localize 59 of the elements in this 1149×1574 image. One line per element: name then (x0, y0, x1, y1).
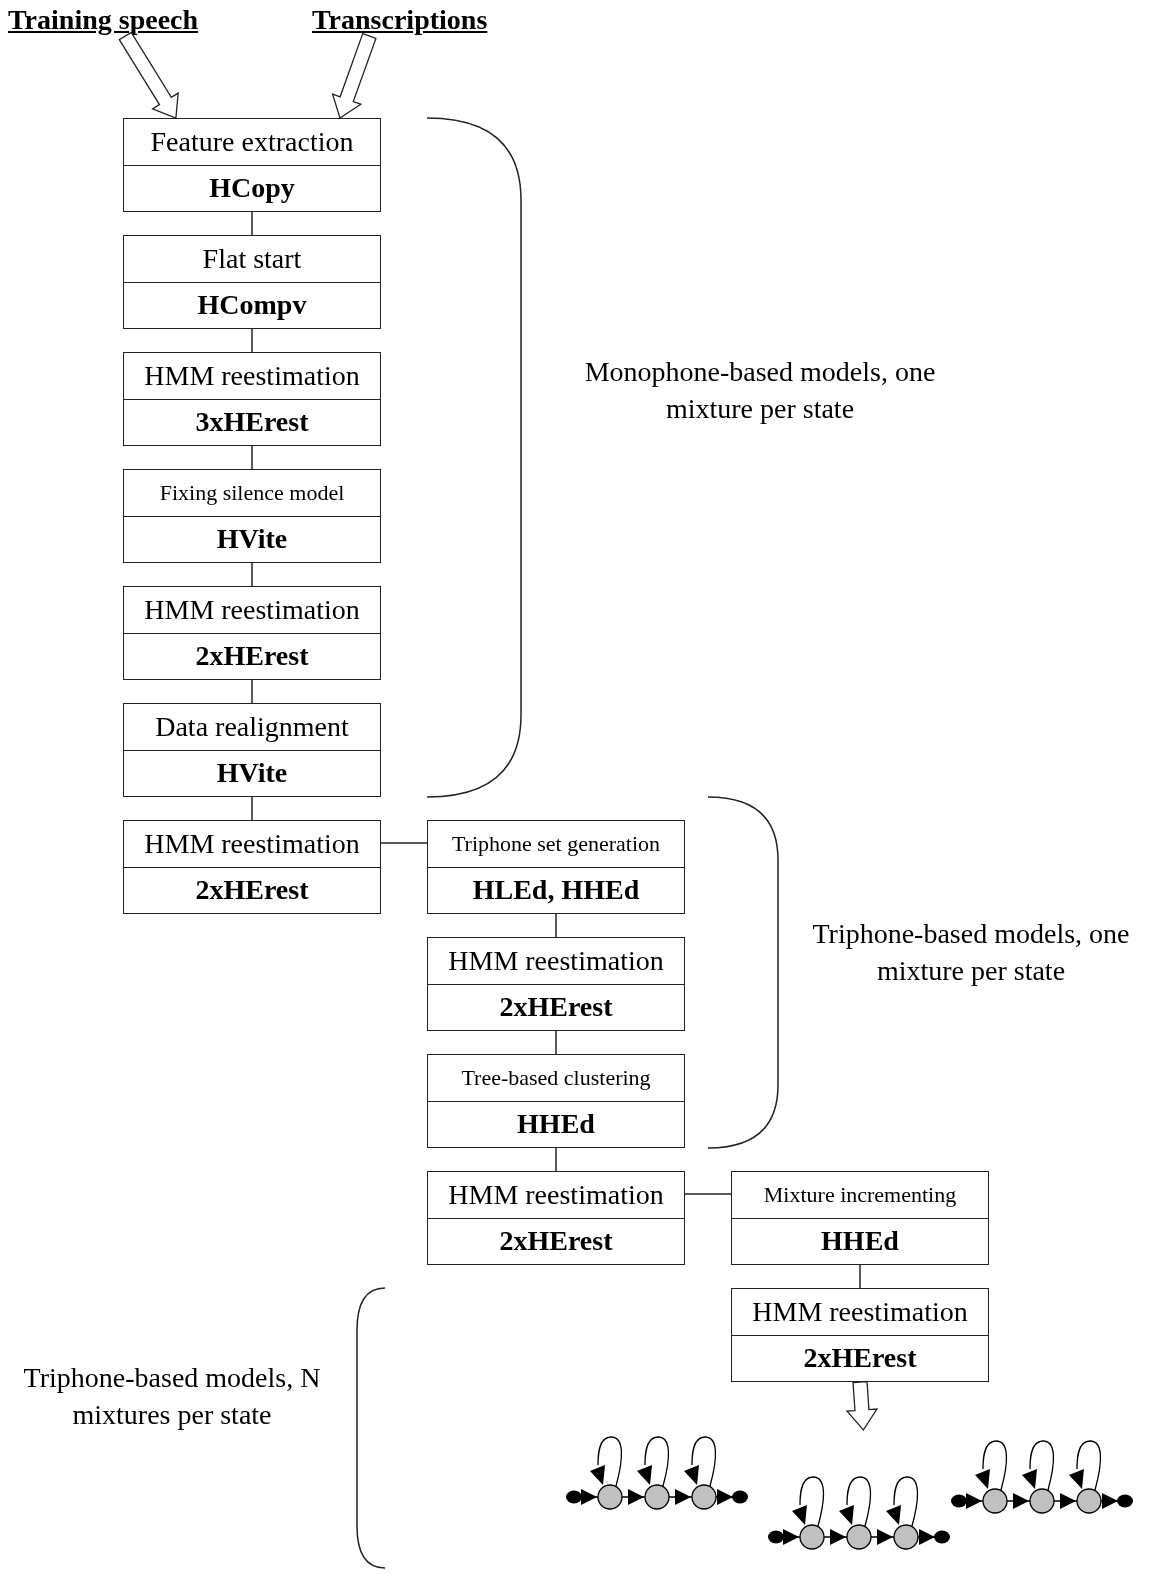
step-title: Mixture incrementing (732, 1172, 988, 1219)
process-box (123, 118, 381, 212)
tool-name: 2xHErest (498, 990, 614, 1025)
step-title: HMM reestimation (428, 938, 684, 985)
step-title: HMM reestimation (428, 1172, 684, 1219)
process-box (123, 352, 381, 446)
tool-name: HVite (215, 756, 289, 791)
step-title: HMM reestimation (124, 821, 380, 868)
connector-line (251, 445, 253, 470)
hollow-arrow (331, 32, 377, 119)
connector-line (251, 796, 253, 821)
input-label: Training speech (8, 4, 199, 36)
tool-name: HVite (215, 522, 289, 557)
group-label: Triphone-based models, one mixture per state (811, 917, 1131, 988)
tool-name: HCompv (196, 288, 308, 323)
tool-name: 3xHErest (194, 405, 310, 440)
connector-line (251, 328, 253, 353)
tool-name: HCopy (208, 171, 296, 206)
tool-name: 2xHErest (802, 1341, 918, 1376)
tool-name: 2xHErest (498, 1224, 614, 1259)
step-title: Feature extraction (124, 119, 380, 166)
tool-name: HLEd, HHEd (471, 873, 641, 908)
step-title: Tree-based clustering (428, 1055, 684, 1102)
connector-line (251, 562, 253, 587)
group-label: Triphone-based models, N mixtures per state (22, 1361, 322, 1432)
step-title: Fixing silence model (124, 470, 380, 517)
process-box (427, 1171, 685, 1265)
connector-line (555, 1030, 557, 1055)
step-title: HMM reestimation (732, 1289, 988, 1336)
input-label: Transcriptions (312, 4, 488, 36)
process-box (123, 586, 381, 680)
process-box (123, 469, 381, 563)
step-title: Data realignment (124, 704, 380, 751)
step-title: Flat start (124, 236, 380, 283)
process-box (731, 1288, 989, 1382)
connector-line (859, 1264, 861, 1289)
connector-line (684, 1193, 732, 1195)
hollow-arrow (845, 1380, 879, 1432)
connector-line (380, 842, 428, 844)
step-title: Triphone set generation (428, 821, 684, 868)
tool-name: HHEd (516, 1107, 596, 1142)
step-title: HMM reestimation (124, 353, 380, 400)
process-box (123, 235, 381, 329)
process-box (427, 820, 685, 914)
connector-line (251, 679, 253, 704)
tool-name: HHEd (820, 1224, 900, 1259)
tool-name: 2xHErest (194, 873, 310, 908)
connector-line (251, 211, 253, 236)
tool-name: 2xHErest (194, 639, 310, 674)
process-box (427, 937, 685, 1031)
process-box (731, 1171, 989, 1265)
process-box (123, 820, 381, 914)
step-title: HMM reestimation (124, 587, 380, 634)
connector-line (555, 913, 557, 938)
process-box (123, 703, 381, 797)
hollow-arrow (118, 31, 179, 119)
group-label: Monophone-based models, one mixture per state (583, 355, 937, 426)
process-box (427, 1054, 685, 1148)
connector-line (555, 1147, 557, 1172)
